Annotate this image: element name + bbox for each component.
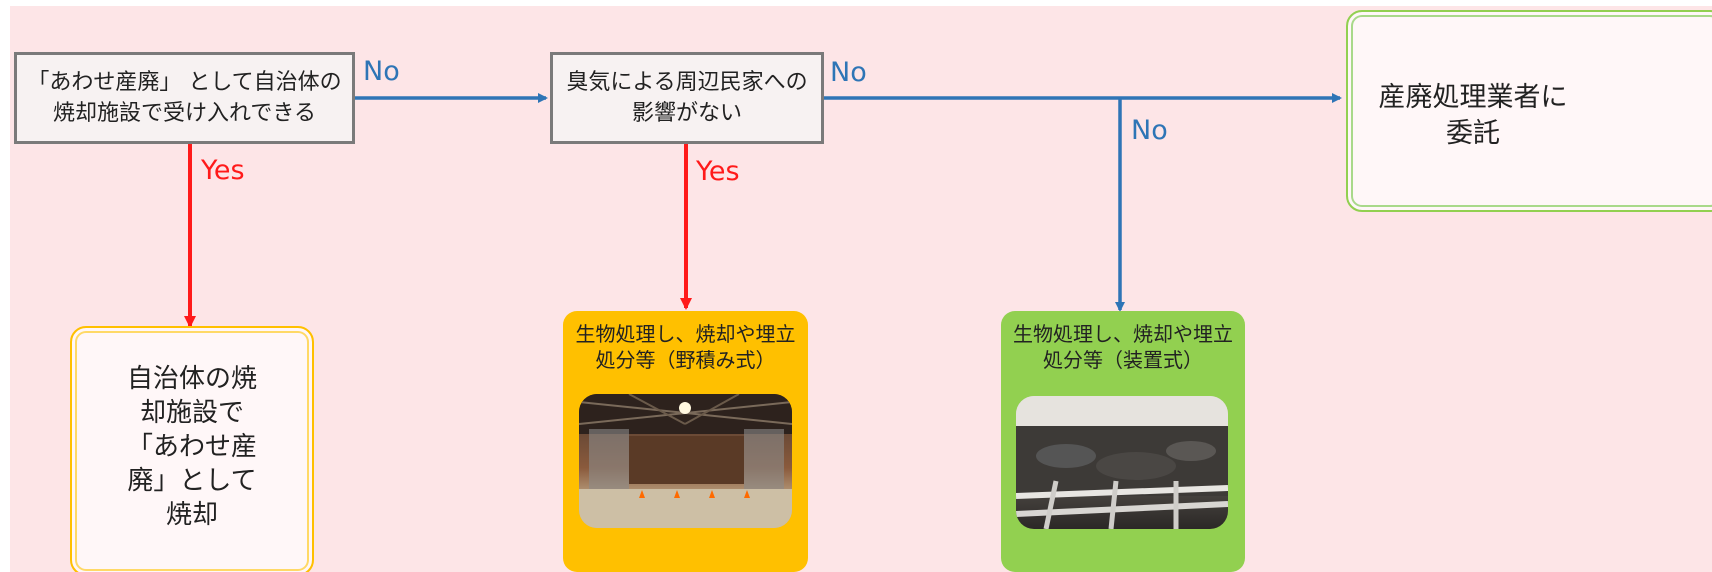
yes-label-2: Yes: [696, 156, 740, 187]
yes-label-1: Yes: [201, 155, 245, 186]
device-facility-photo: [1016, 396, 1228, 529]
decision-incineration-acceptance-text: 「あわせ産廃」 として自治体の焼却施設で受け入れできる: [27, 70, 342, 126]
decision-odor-impact-text: 臭気による周辺民家への影響がない: [566, 70, 808, 126]
decision-odor-impact: 臭気による周辺民家への影響がない: [550, 52, 824, 144]
result-municipal-text: 自治体の焼却施設で「あわせ産廃」として焼却: [126, 364, 257, 530]
result-open-pile-text: 生物処理し、焼却や埋立処分等（野積み式）: [575, 322, 796, 372]
open-pile-facility-photo: [579, 394, 792, 528]
device-photo-svg: [1016, 396, 1228, 529]
open-pile-photo-svg: [579, 394, 792, 528]
flowchart-canvas: 「あわせ産廃」 として自治体の焼却施設で受け入れできる 臭気による周辺民家への影…: [10, 6, 1712, 572]
no-label-3: No: [1131, 115, 1168, 146]
result-outsource-text: 産廃処理業者に委託: [1378, 82, 1568, 149]
result-device-card: 生物処理し、焼却や埋立処分等（装置式）: [1001, 311, 1245, 572]
flow-arrows: [184, 93, 1342, 328]
result-municipal-incineration: 自治体の焼却施設で「あわせ産廃」として焼却: [70, 326, 314, 572]
result-open-pile-card: 生物処理し、焼却や埋立処分等（野積み式）: [563, 311, 808, 572]
no-label-2: No: [830, 57, 867, 88]
result-device-text: 生物処理し、焼却や埋立処分等（装置式）: [1013, 322, 1233, 372]
decision-incineration-acceptance: 「あわせ産廃」 として自治体の焼却施設で受け入れできる: [14, 52, 355, 144]
no-label-1: No: [363, 56, 400, 87]
result-outsource-contractor: 産廃処理業者に委託: [1346, 10, 1712, 212]
